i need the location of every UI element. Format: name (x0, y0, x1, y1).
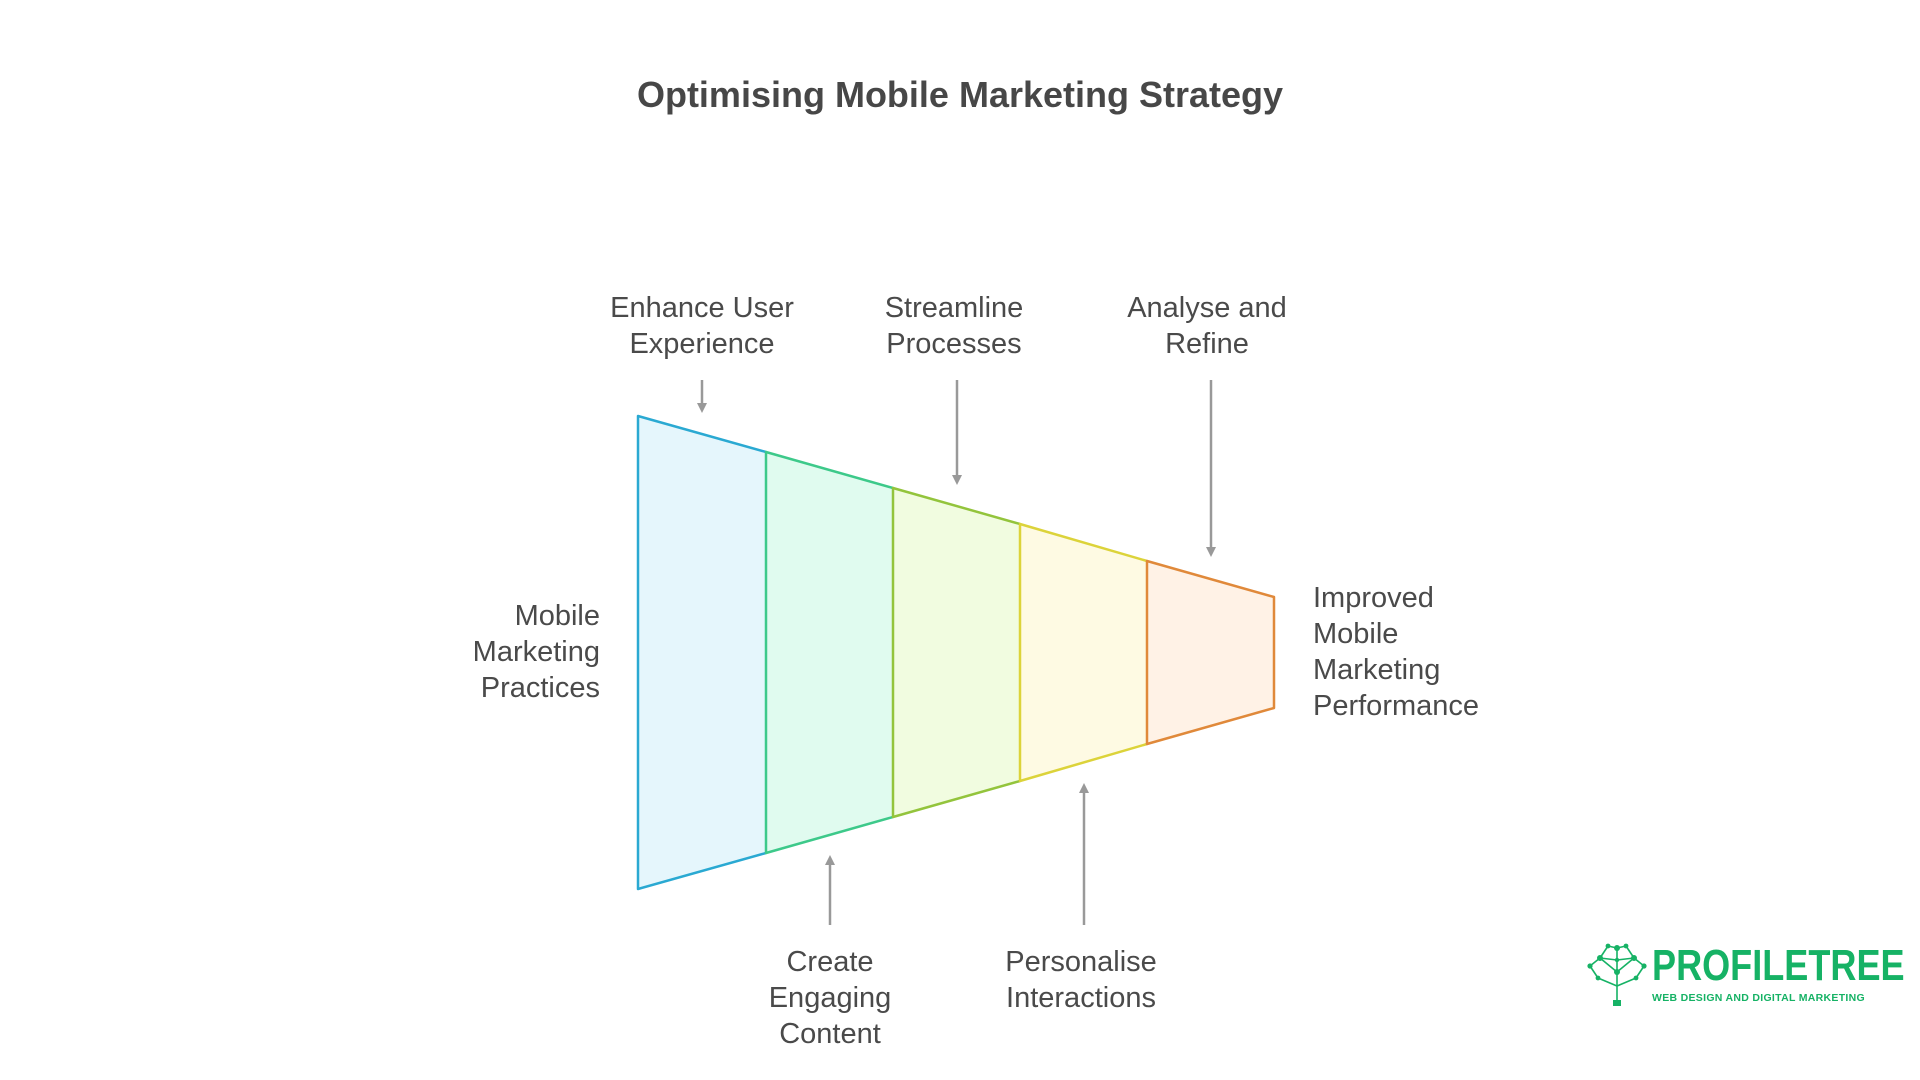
funnel-outline-3 (891, 486, 1021, 819)
funnel-segment-1 (638, 416, 766, 889)
logo-tagline: WEB DESIGN AND DIGITAL MARKETING (1652, 992, 1865, 1004)
stage-label-personalise-interactions: Personalise Interactions (1005, 946, 1157, 1014)
output-label: Improved Mobile Marketing Performance (1313, 582, 1480, 722)
stage-label-enhance-user-experience: Enhance User Experience (610, 292, 794, 360)
stage-label-create-engaging-content: Create Engaging Content (768, 946, 892, 1050)
funnel-outline-1 (636, 414, 767, 891)
funnel-outline-5 (1145, 559, 1276, 746)
logo-name: PROFILETREE (1652, 941, 1905, 990)
funnel-outline-4 (1018, 522, 1148, 783)
funnel-outline-2 (764, 450, 894, 855)
stage-label-streamline-processes: Streamline Processes (884, 292, 1024, 360)
funnel-segment-2 (766, 452, 893, 853)
input-label: Mobile Marketing Practices (472, 600, 600, 704)
funnel-segment-3 (893, 488, 1020, 817)
profiletree-logo: PROFILETREE WEB DESIGN AND DIGITAL MARKE… (1586, 942, 1905, 1012)
funnel-segment-5 (1147, 561, 1274, 744)
funnel-segment-4 (1020, 524, 1147, 781)
diagram-title: Optimising Mobile Marketing Strategy (636, 74, 1284, 115)
tree-network-icon (1587, 943, 1647, 1006)
stage-label-analyse-and-refine: Analyse and Refine (1127, 292, 1287, 360)
